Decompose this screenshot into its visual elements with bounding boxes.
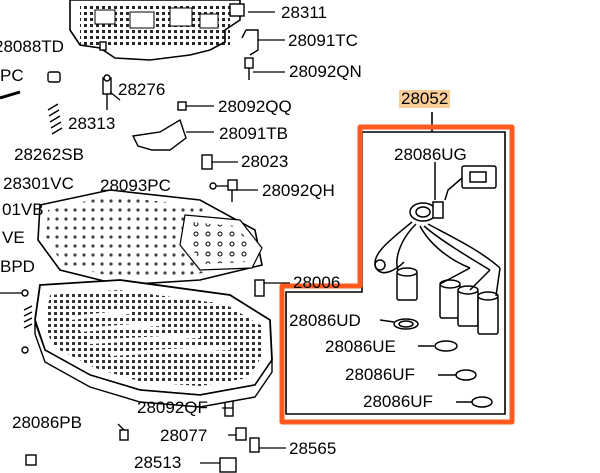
- label-28262sb: 28262SB: [14, 145, 84, 164]
- label-pc: PC: [0, 66, 24, 85]
- label-28513: 28513: [134, 453, 182, 472]
- label-28311: 28311: [281, 3, 328, 22]
- label-28086ud: 28086UD: [289, 311, 361, 330]
- leader-lines: [0, 11, 290, 464]
- label-28092qq: 28092QQ: [218, 97, 292, 116]
- label-28086ue: 28086UE: [325, 337, 396, 356]
- label-28313: 28313: [68, 114, 116, 133]
- label-28092qh: 28092QH: [262, 181, 335, 200]
- label-28088td: 28088TD: [0, 37, 64, 56]
- upper-valve-body: [69, 0, 241, 61]
- label-28086uf-b: 28086UF: [363, 392, 433, 411]
- label-bpd: BPD: [0, 257, 35, 276]
- label-28093pc: 28093PC: [100, 176, 171, 195]
- label-01vb: 01VB: [2, 200, 44, 219]
- label-28565: 28565: [289, 439, 337, 458]
- label-28092qf: 28092QF: [137, 398, 208, 417]
- label-28006: 28006: [293, 273, 341, 292]
- lower-valve-body: [34, 279, 273, 408]
- label-28301vc: 28301VC: [3, 174, 74, 193]
- label-28077: 28077: [160, 426, 208, 445]
- label-28052: 28052: [399, 89, 451, 108]
- label-ve: VE: [2, 228, 25, 247]
- label-28091tb: 28091TB: [219, 124, 288, 143]
- label-28086uf-a: 28086UF: [345, 365, 415, 384]
- solenoid-harness: [374, 162, 501, 408]
- label-28092qn: 28092QN: [289, 62, 362, 81]
- label-28276: 28276: [118, 80, 166, 99]
- separator-plate: [37, 189, 263, 286]
- highlight-outline: [279, 124, 515, 425]
- label-28086ug: 28086UG: [394, 145, 467, 164]
- label-28091tc: 28091TC: [288, 31, 358, 50]
- small-parts: [0, 3, 265, 473]
- label-28023: 28023: [241, 152, 289, 171]
- label-28086pb: 28086PB: [12, 413, 82, 432]
